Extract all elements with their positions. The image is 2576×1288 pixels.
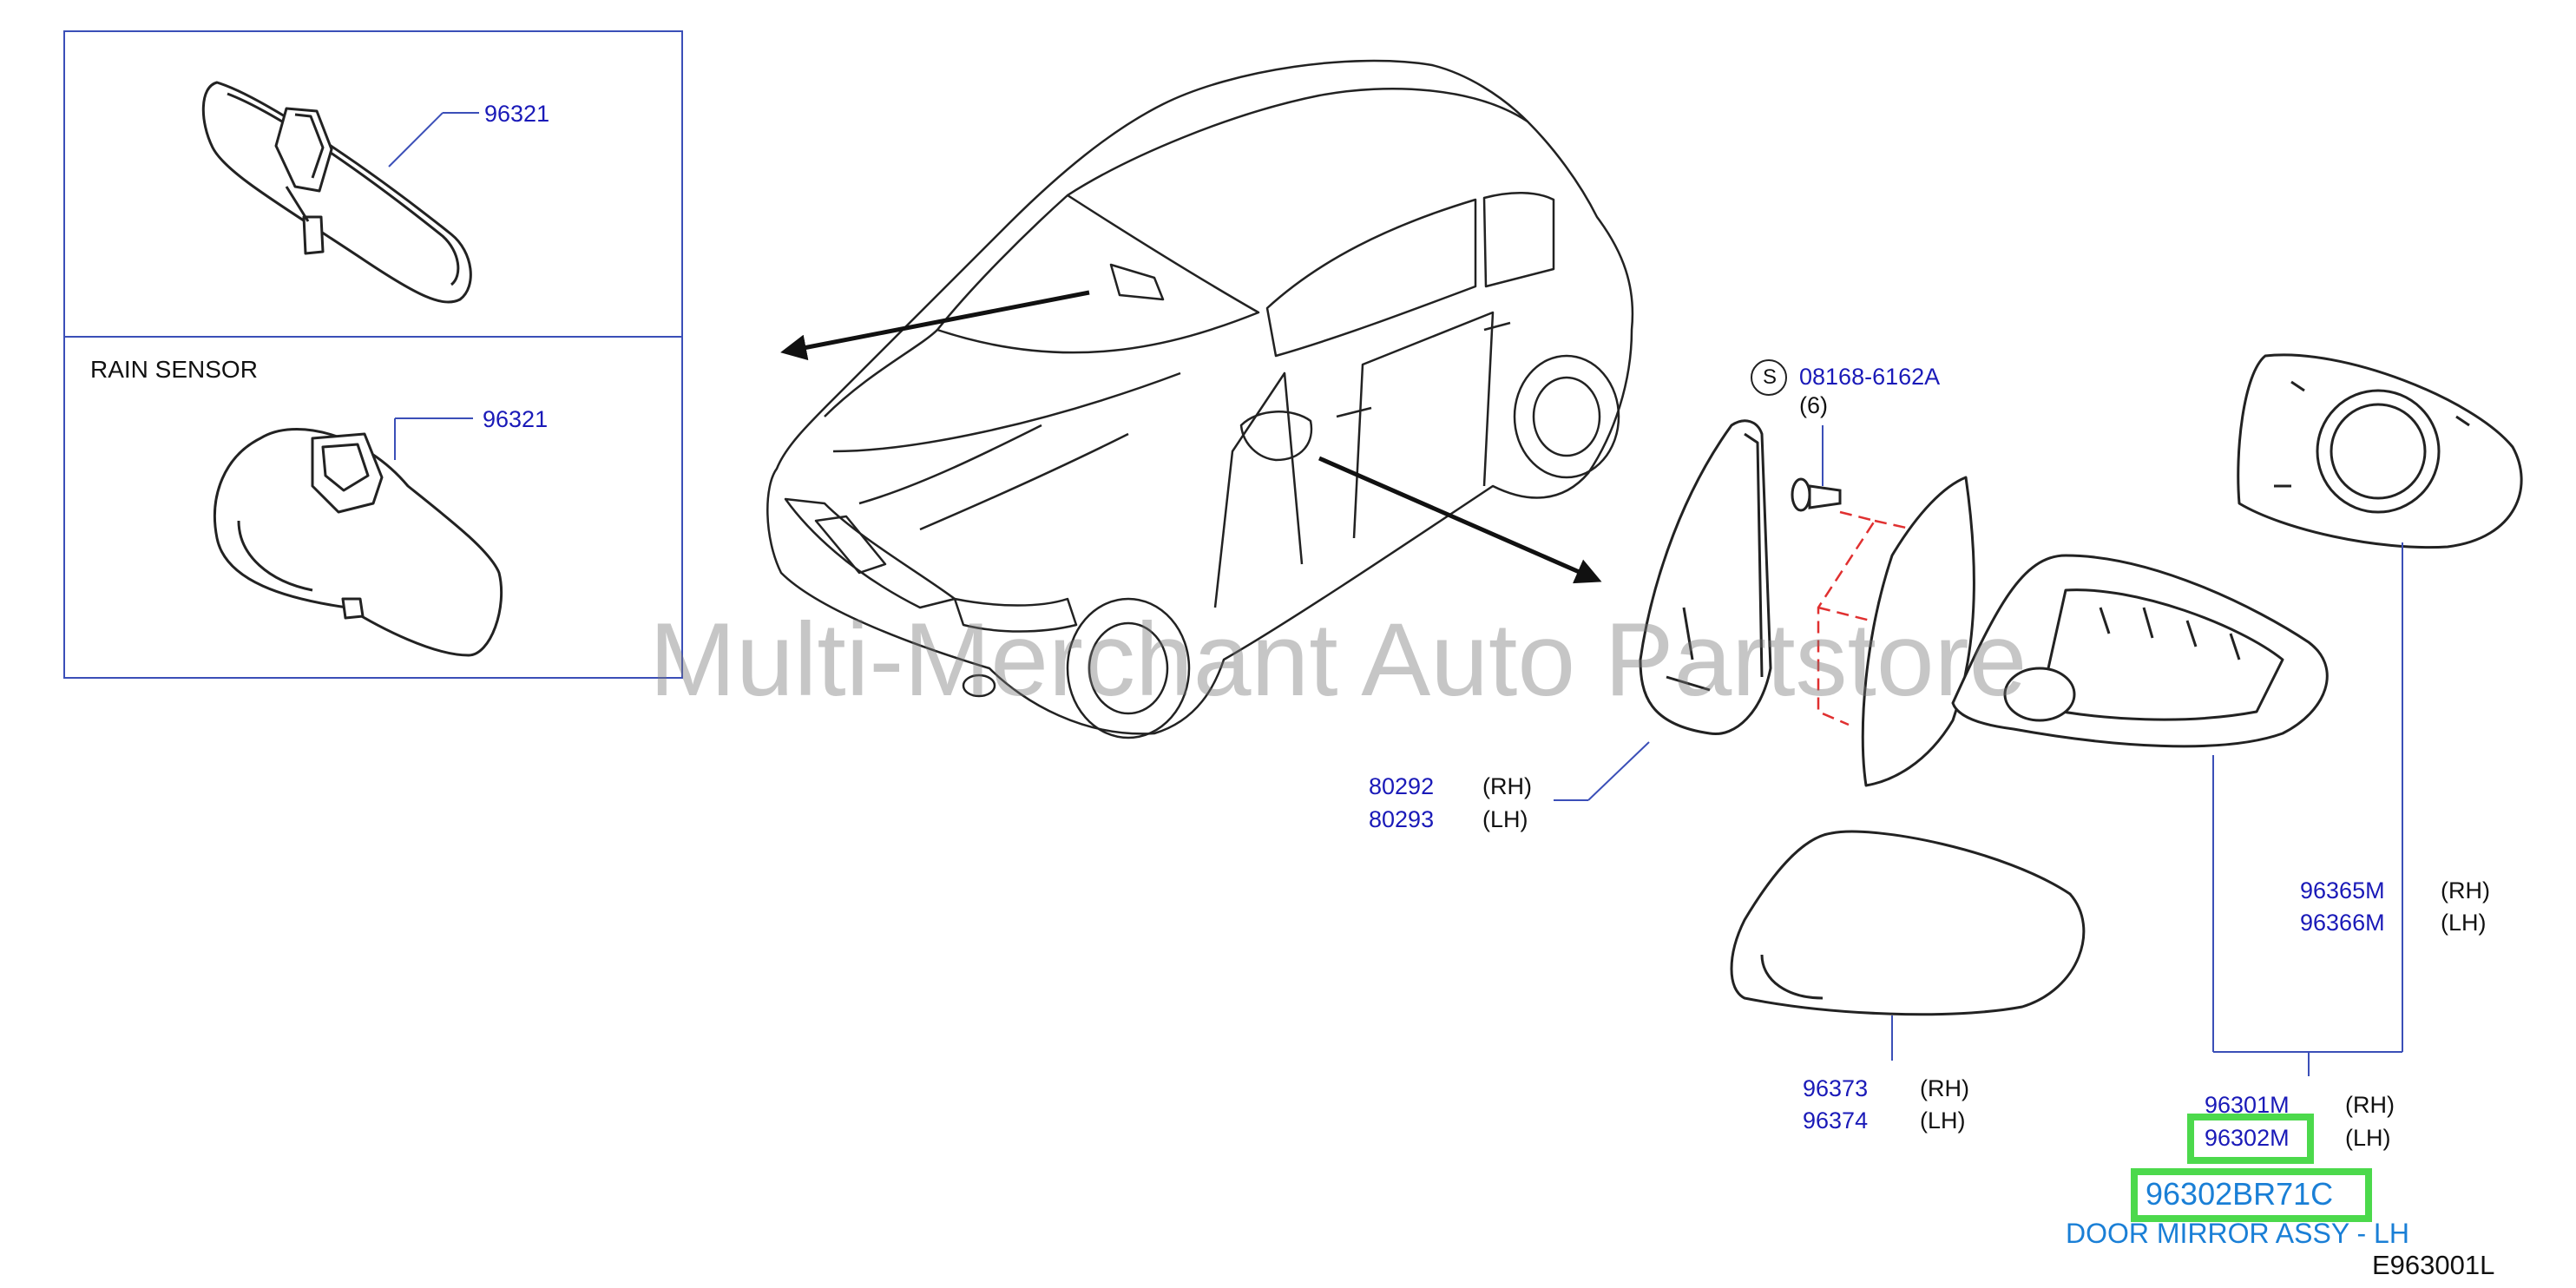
part-side-96365M: (RH) [2441, 877, 2490, 904]
part-side-96366M: (LH) [2441, 910, 2487, 936]
screw-icon [1791, 477, 1842, 512]
screw-qty: (6) [1799, 392, 1828, 418]
part-label-96373[interactable]: 96373 [1803, 1075, 1869, 1101]
part-side-96373: (RH) [1920, 1075, 1969, 1101]
part-label-96302M[interactable]: 96302M [2205, 1125, 2290, 1151]
inset-frame [63, 30, 683, 679]
part-side-80292: (RH) [1482, 773, 1532, 799]
vehicle-illustration [766, 59, 1634, 739]
diagram-code: E963001L [2372, 1250, 2495, 1280]
highlight-box-96302M [2187, 1114, 2314, 1164]
part-label-96365M[interactable]: 96365M [2300, 877, 2385, 904]
selected-part-description: DOOR MIRROR ASSY - LH [2066, 1218, 2409, 1249]
selected-part-number[interactable]: 96302BR71C [2146, 1176, 2334, 1212]
part-side-96374: (LH) [1920, 1107, 1966, 1134]
part-side-96301M: (RH) [2345, 1092, 2395, 1118]
part-label-96321-top[interactable]: 96321 [484, 101, 550, 127]
rain-sensor-label: RAIN SENSOR [90, 356, 258, 383]
part-label-96321-bottom[interactable]: 96321 [483, 406, 549, 432]
part-label-80292[interactable]: 80292 [1369, 773, 1435, 799]
part-label-screw[interactable]: 08168-6162A [1799, 364, 1941, 390]
leader-line [388, 112, 444, 168]
mirror-glass-icon [2237, 353, 2523, 549]
screw-symbol: S [1763, 365, 1778, 389]
highlight-box-selected [2131, 1168, 2372, 1222]
watermark: Multi-Merchant Auto Partstore [649, 601, 2027, 718]
part-label-96301M[interactable]: 96301M [2205, 1092, 2290, 1118]
rain-sensor-mirror-icon [213, 428, 503, 657]
part-label-96366M[interactable]: 96366M [2300, 910, 2385, 936]
mirror-base-icon [1639, 419, 1772, 736]
arrow-to-door-mirror [1318, 456, 1602, 584]
part-label-80293[interactable]: 80293 [1369, 806, 1435, 832]
part-label-96374[interactable]: 96374 [1803, 1107, 1869, 1134]
mirror-housing-icon [1861, 476, 2329, 787]
screw-symbol-circle [1751, 359, 1787, 396]
part-side-96302M: (LH) [2345, 1125, 2391, 1151]
rear-view-mirror-icon [201, 81, 472, 304]
mirror-cover-icon [1730, 830, 2086, 1016]
arrow-to-inset [780, 290, 1090, 361]
part-side-80293: (LH) [1482, 806, 1528, 832]
